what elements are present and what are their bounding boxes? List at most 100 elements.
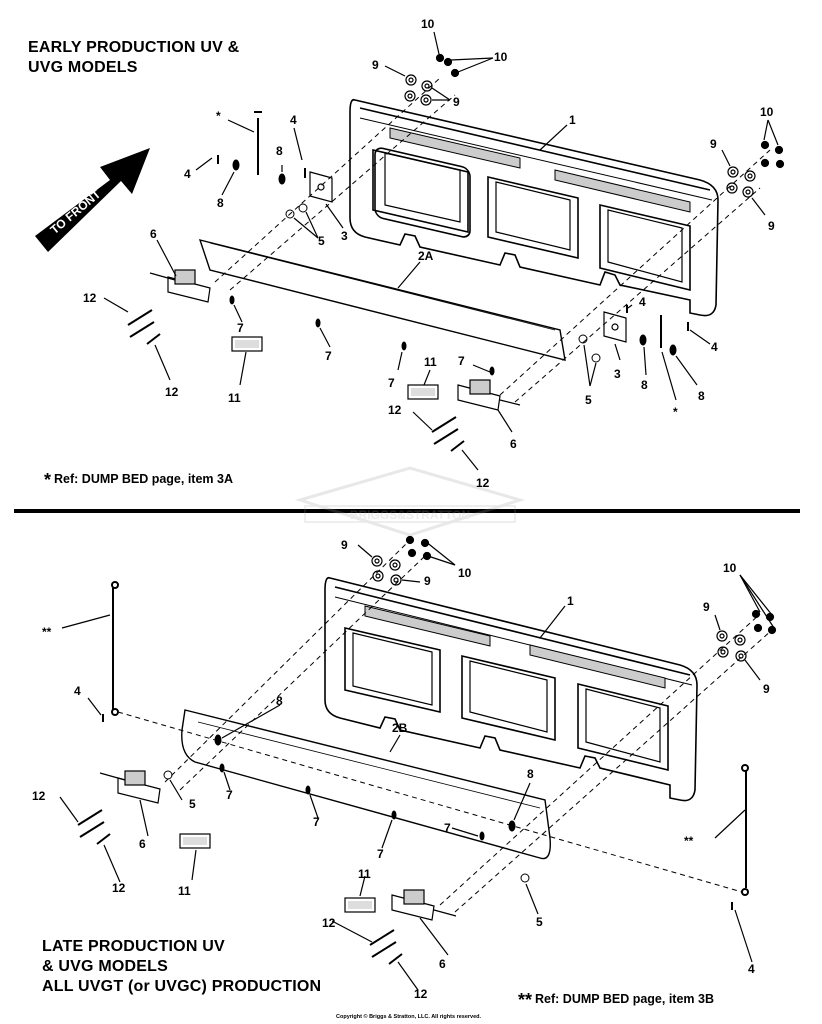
bottom-heading: LATE PRODUCTION UV & UVG MODELS ALL UVGT… [42, 937, 321, 997]
top-heading: EARLY PRODUCTION UV & UVG MODELS [28, 38, 239, 78]
callout-t-1: 1 [569, 113, 576, 127]
callout-t-9b: 9 [453, 95, 460, 109]
callout-t-8c: 8 [641, 378, 648, 392]
callout-b-7a: 7 [226, 788, 233, 802]
callout-b-5b: 5 [536, 915, 543, 929]
callout-t-3b: 3 [614, 367, 621, 381]
callout-t-7b: 7 [325, 349, 332, 363]
callout-b-9a: 9 [341, 538, 348, 552]
callout-t-4c: 4 [639, 295, 646, 309]
top-reference-text: Ref: DUMP BED page, item 3A [54, 472, 233, 486]
callout-t-7d: 7 [458, 354, 465, 368]
callout-t-11a: 11 [228, 391, 241, 405]
callout-b-2b: 2B [392, 721, 408, 735]
callout-t-7c: 7 [388, 376, 395, 390]
callout-t-4b: 4 [184, 167, 191, 181]
latch-assembly-bottom-left [99, 770, 161, 804]
callout-t-8d: 8 [698, 389, 705, 403]
brand-watermark: BRIGGS&STRATTON [294, 466, 526, 537]
callout-b-11a: 11 [178, 884, 191, 898]
callout-b-12a: 12 [32, 789, 46, 803]
to-front-label: TO FRONT [48, 187, 104, 237]
callout-b-8b: 8 [527, 767, 534, 781]
callout-t-10a: 10 [421, 17, 435, 31]
to-front-arrow: TO FRONT [35, 148, 150, 252]
top-heading-line1: EARLY PRODUCTION UV & [28, 39, 240, 56]
latch-assembly-top-right [457, 379, 521, 411]
tailgate-panel-bottom [324, 576, 698, 802]
bolts-12-bottom [77, 809, 403, 965]
callout-labels: 10109911099*48483562A12127711443885*7711… [32, 17, 775, 1001]
callout-t-6a: 6 [150, 227, 157, 241]
callout-t-12d: 12 [476, 476, 490, 490]
callout-b-7b: 7 [313, 815, 320, 829]
small-hardware-bottom [102, 714, 733, 910]
callout-t-8b: 8 [217, 196, 224, 210]
bracket-3-top-right [603, 311, 627, 343]
callout-b-1: 1 [567, 594, 574, 608]
leader-lines [59, 31, 779, 991]
callout-b-11b: 11 [358, 867, 371, 881]
callout-t-10b: 10 [494, 50, 508, 64]
callout-t-4d: 4 [711, 340, 718, 354]
callout-b-6a: 6 [139, 837, 146, 851]
callout-t-5a: 5 [318, 234, 325, 248]
bottom-reference-star: ** [518, 990, 533, 1010]
callout-b-7c: 7 [444, 821, 451, 835]
latch-assembly-bottom-right [391, 889, 457, 921]
callout-b-12c: 12 [322, 916, 336, 930]
callout-t-9d: 9 [768, 219, 775, 233]
callout-b-12b: 12 [112, 881, 126, 895]
callout-b-12d: 12 [414, 987, 428, 1001]
callout-b-4a: 4 [74, 684, 81, 698]
top-heading-line2: UVG MODELS [28, 59, 138, 76]
callout-b-10a: 10 [458, 566, 472, 580]
callout-t-11b: 11 [424, 355, 437, 369]
callout-b-6b: 6 [439, 957, 446, 971]
callout-b-star2: ** [684, 834, 694, 848]
callout-b-10b: 10 [723, 561, 737, 575]
callout-t-12a: 12 [83, 291, 97, 305]
callout-t-star1: * [216, 109, 221, 123]
bolts-12-top [127, 309, 465, 452]
bottom-heading-line1: LATE PRODUCTION UV [42, 938, 225, 955]
callout-b-5a: 5 [189, 797, 196, 811]
callout-b-star1: ** [42, 625, 52, 639]
callout-b-4b: 4 [748, 962, 755, 976]
callout-t-12c: 12 [388, 403, 402, 417]
callout-t-6b: 6 [510, 437, 517, 451]
hinge-bar-2b [181, 709, 551, 860]
top-reference-star: * [44, 470, 52, 490]
top-reference-note: *Ref: DUMP BED page, item 3A [44, 470, 233, 491]
bottom-reference-note: **Ref: DUMP BED page, item 3B [518, 990, 714, 1011]
reflector-11-top-right [407, 384, 439, 400]
callout-b-9c: 9 [703, 600, 710, 614]
callout-b-8a: 8 [276, 694, 283, 708]
callout-t-star2: * [673, 405, 678, 419]
section-divider [14, 509, 800, 513]
watermark-text: BRIGGS&STRATTON [350, 508, 470, 522]
reflector-11-top-left [231, 336, 263, 352]
washer-nut-cluster-top-left [404, 53, 460, 106]
callout-b-9d: 9 [763, 682, 770, 696]
callout-t-10c: 10 [760, 105, 774, 119]
callout-t-5b: 5 [585, 393, 592, 407]
reflector-11-bottom-right [344, 897, 376, 913]
bracket-3-top-left [309, 171, 333, 203]
copyright-line: Copyright © Briggs & Stratton, LLC. All … [336, 1014, 482, 1020]
washer-nut-cluster-bottom-left [371, 535, 432, 586]
callout-t-2a: 2A [418, 249, 434, 263]
callout-t-12b: 12 [165, 385, 179, 399]
latch-assembly-top-left [149, 269, 211, 303]
reflector-11-bottom-left [179, 833, 211, 849]
bottom-heading-line2: & UVG MODELS [42, 958, 168, 975]
bottom-heading-line3: ALL UVGT (or UVGC) PRODUCTION [42, 978, 322, 995]
callout-b-9b: 9 [424, 574, 431, 588]
washer-nut-cluster-top-right [726, 140, 785, 198]
callout-b-7d: 7 [377, 847, 384, 861]
tailgate-panel-top [349, 98, 719, 317]
bottom-reference-text: Ref: DUMP BED page, item 3B [535, 992, 714, 1006]
callout-t-4a: 4 [290, 113, 297, 127]
support-cable-right [741, 764, 749, 896]
